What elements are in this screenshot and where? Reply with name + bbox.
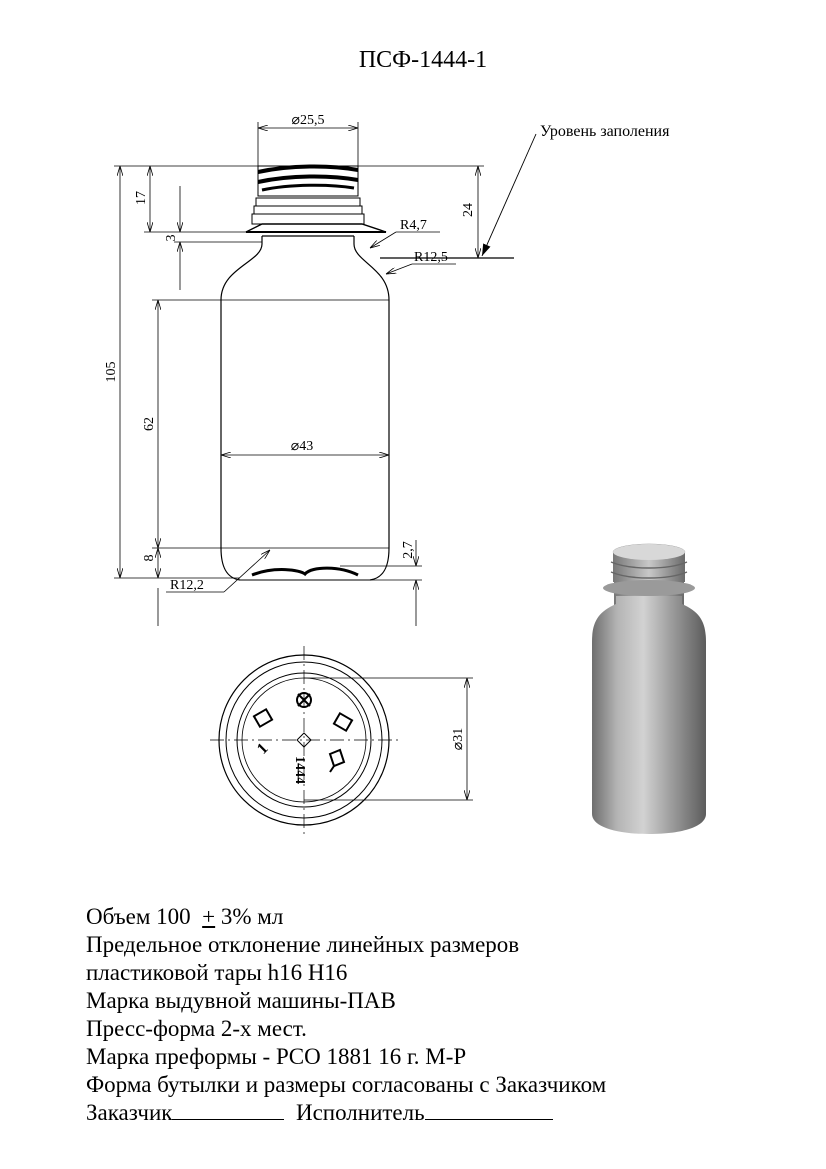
label-body-height: 62: [142, 417, 157, 431]
dimension-collar-height: [174, 186, 262, 290]
contractor-label: Исполнитель: [295, 1100, 425, 1125]
bottle-front-view: [220, 164, 390, 581]
fill-level-indicator: [380, 133, 537, 259]
label-total-height: 105: [104, 362, 119, 383]
note-preform: Марка преформы - PCO 1881 16 г. М-Р: [86, 1044, 467, 1069]
base-mold-number: 1444: [292, 756, 307, 784]
dimension-neck-diameter: [257, 122, 359, 166]
note-machine: Марка выдувной машины-ПАВ: [86, 988, 396, 1013]
bottle-bottom-view: [210, 646, 400, 834]
dimension-total-height: [114, 165, 258, 579]
fill-level-label: Уровень заполения: [540, 123, 670, 140]
note-agreement: Форма бутылки и размеры согласованы с За…: [86, 1072, 607, 1097]
label-body-diameter: ⌀43: [291, 439, 313, 454]
note-tolerance-2: пластиковой тары h16 H16: [86, 960, 348, 985]
customer-label: Заказчик: [86, 1100, 173, 1125]
volume-tolerance: 3% мл: [220, 904, 284, 929]
label-neck-diameter: ⌀25,5: [292, 113, 325, 128]
label-push-up: 2,7: [401, 541, 416, 559]
dimension-push-up: [340, 540, 422, 626]
label-finish-height: 17: [134, 191, 149, 205]
volume-value: Объем 100: [86, 904, 191, 929]
bottle-3d-render: [592, 543, 706, 834]
drawing-title: ПСФ-1444-1: [359, 47, 487, 73]
contractor-signature-field[interactable]: [424, 1099, 553, 1120]
label-base-height: 8: [142, 555, 157, 562]
label-base-diameter: ⌀31: [451, 728, 466, 750]
label-collar-height: 3: [164, 235, 179, 242]
base-cavity-number: 1: [254, 740, 272, 758]
dimension-fill-height: [358, 165, 484, 258]
dimension-body-height: [152, 299, 221, 549]
note-mold: Пресс-форма 2-х мест.: [86, 1016, 307, 1041]
note-volume: Объем 100 + 3% мл: [86, 903, 786, 931]
label-fill-height: 24: [461, 203, 476, 217]
specification-notes: Объем 100 + 3% мл Предельное отклонение …: [86, 903, 786, 1127]
label-collar-radius: R4,7: [400, 218, 427, 233]
dimension-finish-height: [144, 166, 246, 233]
label-shoulder-radius: R12,5: [414, 250, 448, 265]
dimension-base-diameter: [304, 677, 473, 801]
customer-signature-field[interactable]: [172, 1099, 285, 1120]
volume-tolerance-sign: +: [202, 904, 216, 929]
label-base-radius: R12,2: [170, 578, 204, 593]
radius-leaders: [166, 231, 456, 593]
technical-drawing: ПСФ-1444-1 ⌀25,5 105: [104, 47, 706, 834]
note-signatures: Заказчик Исполнитель: [86, 1099, 786, 1127]
note-tolerance-1: Предельное отклонение линейных размеров: [86, 932, 520, 957]
